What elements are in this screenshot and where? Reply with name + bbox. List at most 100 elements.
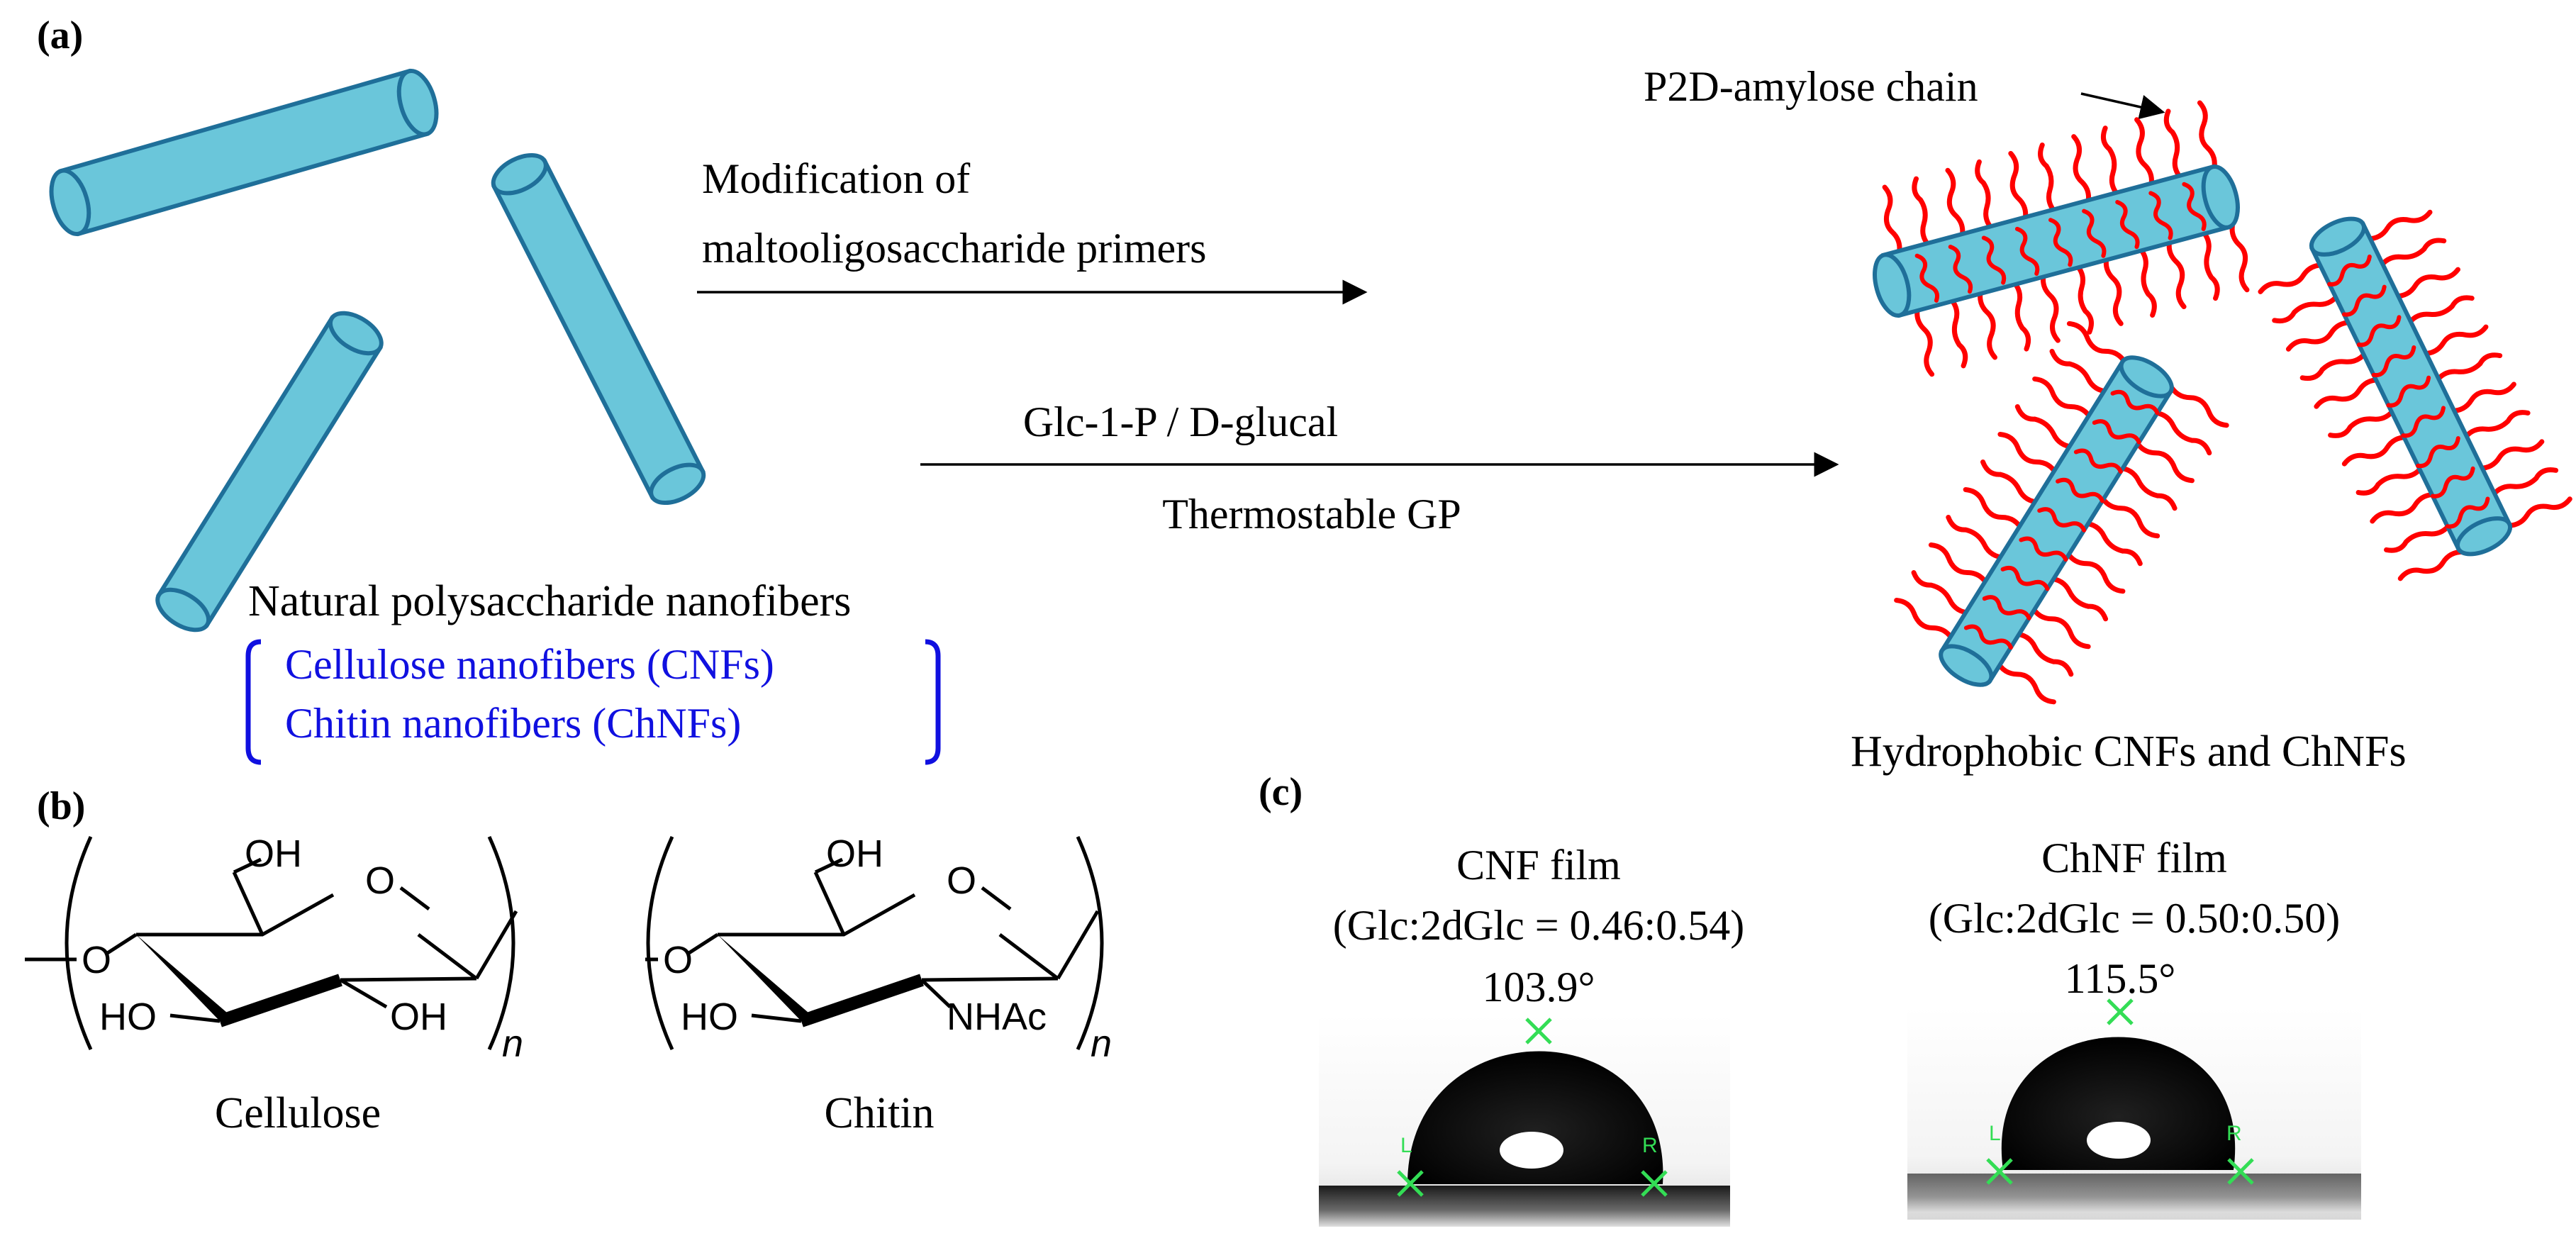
amylose-chain: [2363, 209, 2433, 242]
amylose-chain: [1963, 624, 2013, 650]
bond: [981, 886, 1012, 910]
chnf-film: ChNF film (Glc:2dGlc = 0.50:0.50) 115.5°…: [1907, 835, 2361, 1220]
amylose-chain: [2430, 466, 2475, 498]
droplet-photo: L R: [1319, 1014, 1730, 1227]
panel-b: (b) O O OH HO OH n Cellulose: [25, 784, 1112, 1137]
amylose-chain: [2063, 548, 2126, 594]
amylose-chain: [2037, 507, 2087, 533]
amylose-chain: [1914, 253, 1940, 303]
amylose-chain: [2167, 382, 2229, 428]
amylose-chain: [2103, 252, 2124, 326]
c3-oh-label: HO: [99, 996, 157, 1038]
amylose-chain: [1946, 515, 2008, 561]
droplet-photo: L R: [1907, 998, 2361, 1220]
amylose-chain: [2163, 108, 2185, 182]
oh6-label: OH: [826, 832, 883, 875]
amylose-chains: [2258, 209, 2572, 581]
droplet-highlight: [2087, 1122, 2151, 1159]
marker-r-label: R: [1642, 1134, 1658, 1157]
amylose-chain: [2032, 376, 2095, 422]
amylose-chain: [1982, 595, 2031, 620]
amylose-chain: [2384, 520, 2453, 553]
amylose-chain: [1945, 167, 1966, 241]
amylose-chain: [2258, 262, 2328, 294]
modified-nanofiber: [1873, 100, 2250, 377]
amylose-chain: [2404, 295, 2475, 328]
amylose-chain: [2056, 477, 2105, 503]
bond: [232, 871, 264, 936]
ring-front-wedge: [136, 935, 227, 1021]
amylose-chain: [2370, 491, 2440, 524]
amylose-chains-front: [1914, 182, 2207, 303]
modified-nanofiber: [2258, 209, 2572, 581]
amylose-chain: [2080, 520, 2143, 567]
amylose-chains-front: [2327, 254, 2490, 529]
contact-angle: 103.9°: [1483, 964, 1595, 1010]
amylose-chains: [1882, 100, 2250, 377]
film-ratio: (Glc:2dGlc = 0.46:0.54): [1333, 902, 1744, 949]
amylose-chain: [1963, 486, 2025, 533]
amylose-chain: [1894, 598, 1956, 644]
amylose-chain: [2197, 100, 2217, 174]
bond: [169, 1013, 221, 1023]
amylose-chain: [2115, 465, 2178, 511]
amylose-chain: [2397, 549, 2468, 581]
source-title: Natural polysaccharide nanofibers: [248, 577, 851, 625]
amylose-chain: [2327, 254, 2372, 286]
amylose-chains-front: [1963, 389, 2160, 650]
amylose-chain: [2355, 463, 2426, 496]
amylose-chain: [2014, 403, 2077, 450]
panel-c: (c) CNF film (Glc:2dGlc = 0.46:0.54) 103…: [1259, 770, 2361, 1227]
product-label: Hydrophobic CNFs and ChNFs: [1851, 728, 2407, 776]
amylose-chain: [2092, 419, 2141, 445]
structure-name: Cellulose: [215, 1089, 381, 1137]
amylose-chain: [2460, 410, 2531, 442]
structure-name: Chitin: [824, 1089, 934, 1137]
amylose-chain: [1994, 659, 2056, 705]
amylose-chain: [2341, 435, 2411, 467]
bond: [920, 979, 952, 1008]
amylose-chain: [2040, 269, 2061, 343]
amylose-chain: [2148, 191, 2173, 240]
ring-front-bold: [218, 974, 342, 1027]
amylose-chain: [2049, 348, 2112, 394]
contact-marker-right: [2227, 1158, 2254, 1185]
amylose-chain: [2445, 496, 2490, 529]
amylose-chain: [1882, 184, 1902, 258]
panel-c-label: (c): [1259, 770, 1303, 814]
contact-marker-top: [2107, 998, 2134, 1025]
panel-a: (a) Natural polysaccharide nanofibers Ce…: [37, 13, 2572, 776]
amylose-chain: [2071, 134, 2092, 208]
ring-oxygen: O: [365, 859, 395, 902]
ring-oxygen: O: [947, 859, 976, 902]
bond: [399, 886, 430, 910]
chitin-structure: O O OH HO NHAc n Chitin: [645, 832, 1112, 1137]
amylose-chain: [2082, 208, 2107, 258]
film-name: CNF film: [1456, 842, 1621, 888]
panel-b-label: (b): [37, 784, 85, 828]
film-ratio: (Glc:2dGlc = 0.50:0.50): [1929, 895, 2340, 942]
amylose-chain: [2356, 315, 2402, 347]
amylose-chain: [2019, 536, 2068, 562]
right-paren: [487, 835, 515, 1051]
amylose-chain: [2150, 410, 2212, 456]
amylose-chain: [2110, 389, 2160, 416]
oh6-label: OH: [245, 832, 302, 875]
left-paren: [646, 835, 674, 1051]
ring-right: [921, 976, 1059, 982]
amylose-chain: [2272, 291, 2341, 324]
bond: [233, 857, 262, 874]
amylose-chain: [2073, 261, 2094, 335]
amylose-chain: [2391, 267, 2460, 299]
amylose-chain: [2341, 284, 2387, 317]
amylose-chain: [1946, 295, 1968, 369]
amylose-chain: [2199, 227, 2220, 301]
amylose-chain: [2314, 377, 2384, 409]
bare-nanofiber: [155, 311, 384, 633]
step1-line2: maltooligosaccharide primers: [702, 225, 1206, 272]
contact-marker-left: [1986, 1158, 2013, 1185]
step2-enzyme: Thermostable GP: [1162, 491, 1461, 537]
marker-l-label: L: [1989, 1122, 2001, 1145]
amylose-chain: [2328, 406, 2397, 438]
